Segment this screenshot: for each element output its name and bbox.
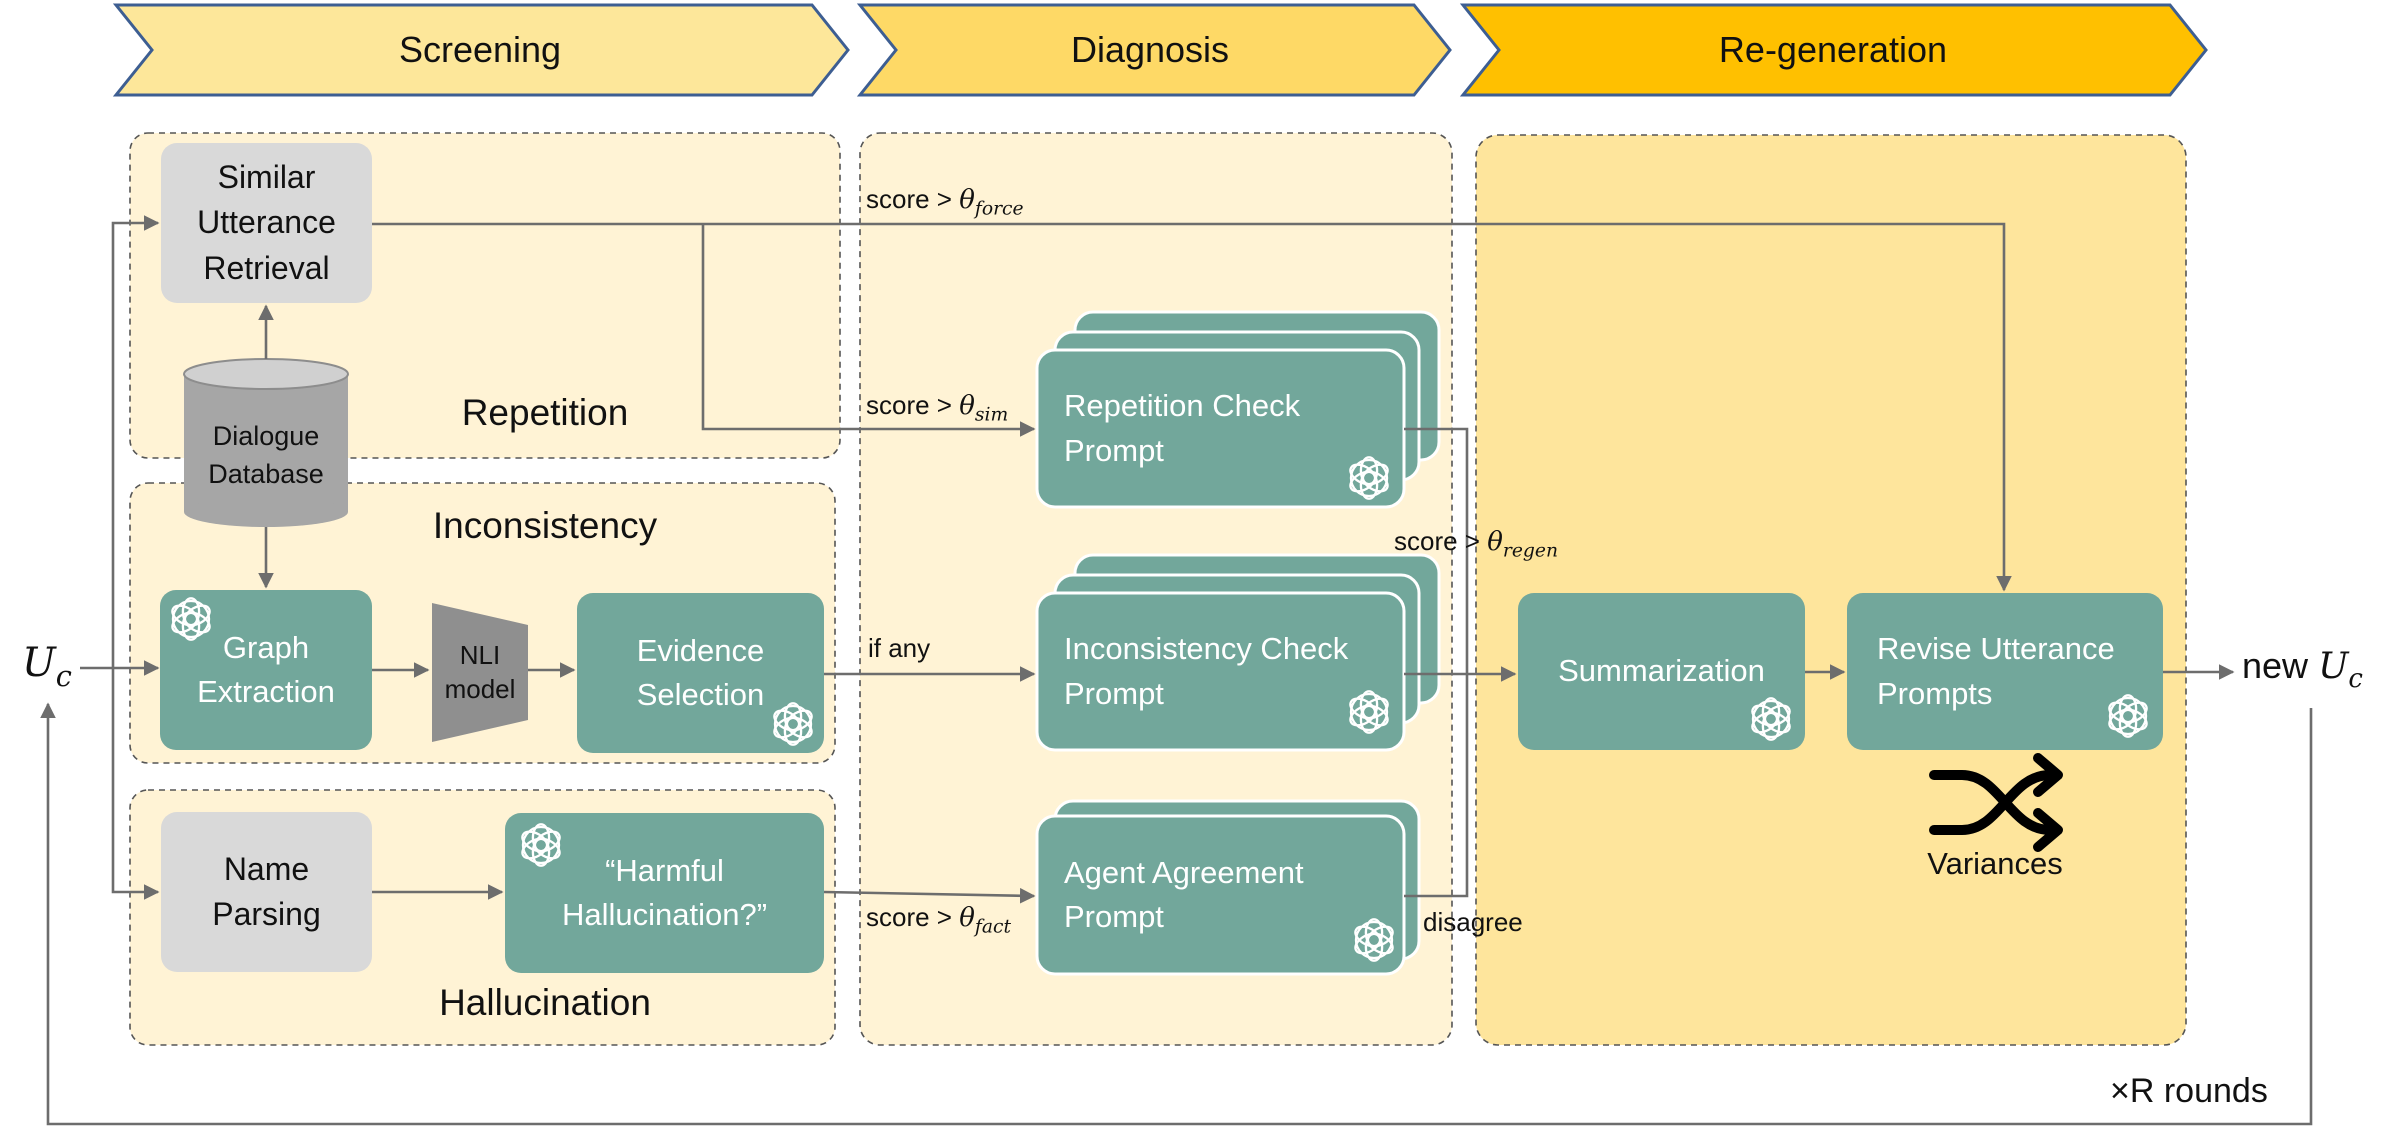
repetition-check-stack — [1035, 310, 1441, 509]
stage-banner-regeneration — [1459, 3, 2208, 97]
stage-label-screening: Screening — [398, 29, 562, 70]
nli-model-label: NLI model — [444, 639, 516, 704]
score-force-label: score > θforce — [866, 184, 1024, 220]
hallucination-section-title: Hallucination — [439, 982, 651, 1023]
regeneration-panel — [1475, 134, 2187, 1046]
score-fact-label: score > θfact — [866, 902, 1011, 938]
agent-agreement-stack — [1035, 799, 1421, 976]
stage-label-regeneration: Re-generation — [1718, 29, 1948, 70]
repetition-section-title: Repetition — [461, 392, 629, 433]
inconsistency-section-title: Inconsistency — [432, 505, 658, 546]
name-parsing-label: Name Parsing — [212, 850, 321, 932]
harmful-hallucination-box — [505, 813, 824, 973]
output-new-uc-label: new Uc — [2242, 645, 2363, 695]
if-any-label: if any — [868, 633, 931, 663]
harmful-hallucination-label: “Harmful Hallucination?” — [561, 852, 768, 932]
similar-utterance-retrieval-label: Similar Utterance Retrieval — [197, 158, 336, 286]
nli-model-trapezoid — [432, 603, 528, 742]
score-regen-label: score > θregen — [1394, 526, 1558, 562]
summarization-box — [1518, 593, 1805, 750]
inconsistency-check-prompt-label: Inconsistency Check Prompt — [1064, 631, 1349, 711]
disagree-label: disagree — [1423, 907, 1523, 937]
similar-utterance-retrieval-box — [161, 143, 372, 303]
score-sim-label: score > θsim — [866, 390, 1009, 426]
name-parsing-box — [161, 812, 372, 972]
graph-extraction-label: Graph Extraction — [197, 629, 335, 709]
evidence-selection-label: Evidence Selection — [636, 632, 765, 712]
shuffle-icon — [1929, 753, 2063, 852]
revise-utterance-prompts-label: Revise Utterance Prompts — [1877, 631, 2115, 711]
stage-banner-diagnosis — [856, 3, 1452, 97]
database-cylinder — [183, 358, 349, 527]
stage-label-diagnosis: Diagnosis — [1070, 29, 1230, 70]
evidence-selection-box — [577, 593, 824, 753]
dialogue-database-label: Dialogue Database — [208, 420, 324, 489]
input-uc-label: Uc — [22, 640, 72, 694]
summarization-label: Summarization — [1558, 653, 1765, 689]
rounds-label: ×R rounds — [2110, 1072, 2268, 1110]
variances-label: Variances — [1927, 846, 2063, 881]
graph-extraction-box — [160, 590, 372, 750]
inconsistency-check-stack — [1035, 553, 1441, 752]
revise-utterance-box — [1847, 593, 2163, 750]
agent-agreement-prompt-label: Agent Agreement Prompt — [1064, 854, 1304, 934]
stage-banner-screening — [112, 3, 850, 97]
repetition-check-prompt-label: Repetition Check Prompt — [1064, 388, 1301, 468]
connectors — [40, 215, 2313, 1126]
